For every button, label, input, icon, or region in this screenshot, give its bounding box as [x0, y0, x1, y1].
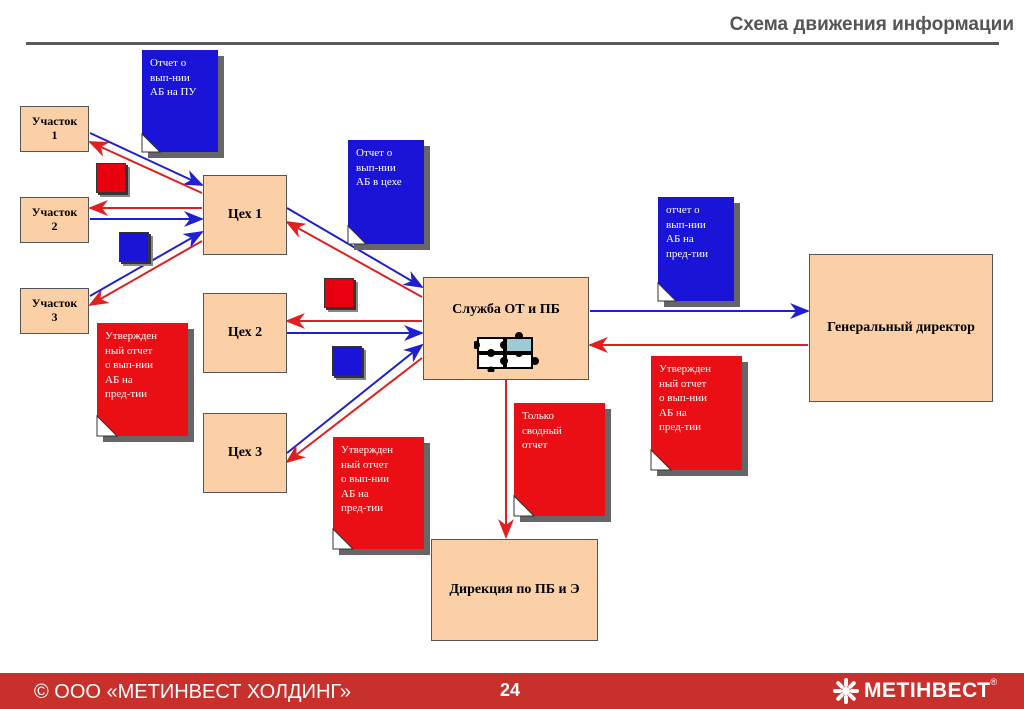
sluzhba-box: Служба ОТ и ПБ [423, 277, 589, 380]
doc-utverzhden-right: Утвержден ный отчет о вып-нии АБ на пред… [651, 356, 742, 470]
title-divider [26, 42, 999, 45]
doc-svodnyi: Только сводный отчет [514, 403, 605, 516]
red-stack-icon [96, 163, 126, 193]
slide-title: Схема движения информации [729, 14, 1014, 35]
arrow-ceh1-to-u1 [88, 141, 203, 194]
doc-otchet-ceh: Отчет о вып-нии АБ в цехе [348, 140, 424, 244]
doc-utverzhden-left: Утвержден ный отчет о вып-нии АБ на пред… [97, 323, 188, 436]
arrow-ceh1-to-sluzhba [286, 207, 424, 289]
uchastok-2-box: Участок 2 [20, 197, 89, 243]
gendir-box: Генеральный директор [809, 254, 993, 402]
uchastok-1-box: Участок 1 [20, 106, 89, 152]
logo-star-icon [833, 678, 859, 704]
blue-stack-icon [332, 346, 362, 376]
copyright-text: © ООО «МЕТИНВЕСТ ХОЛДИНГ» [34, 681, 352, 703]
page-number: 24 [500, 680, 521, 700]
arrow-sluzhba-to-ceh3 [285, 357, 423, 464]
arrow-u3-to-ceh1 [89, 231, 204, 297]
arrow-ceh1-to-u3 [88, 240, 203, 306]
doc-otchet-pu: Отчет о вып-нии АБ на ПУ [142, 50, 218, 152]
arrow-sluzhba-to-ceh1 [285, 221, 423, 298]
puzzle-icon [474, 332, 539, 372]
registered-mark: ® [990, 677, 998, 687]
red-stack-icon [324, 278, 354, 308]
blue-stack-icon [119, 232, 149, 262]
ceh-3-box: Цех 3 [203, 413, 287, 493]
footer-bar: © ООО «МЕТИНВЕСТ ХОЛДИНГ» 24 МЕТІНВЕСТ ® [0, 673, 1024, 709]
ceh-1-box: Цех 1 [203, 175, 287, 255]
sluzhba-label: Служба ОТ и ПБ [452, 302, 560, 317]
arrow-ceh3-to-sluzhba [286, 343, 424, 454]
direkciya-box: Дирекция по ПБ и Э [431, 539, 598, 641]
ceh-2-box: Цех 2 [203, 293, 287, 373]
doc-utverzhden-center: Утвержден ный отчет о вып-нии АБ на пред… [333, 437, 424, 549]
doc-otchet-pred: отчет о вып-нии АБ на пред-тии [658, 197, 734, 301]
metinvest-logo: МЕТІНВЕСТ ® [832, 677, 997, 705]
uchastok-3-box: Участок 3 [20, 288, 89, 334]
logo-text: МЕТІНВЕСТ [864, 679, 991, 702]
